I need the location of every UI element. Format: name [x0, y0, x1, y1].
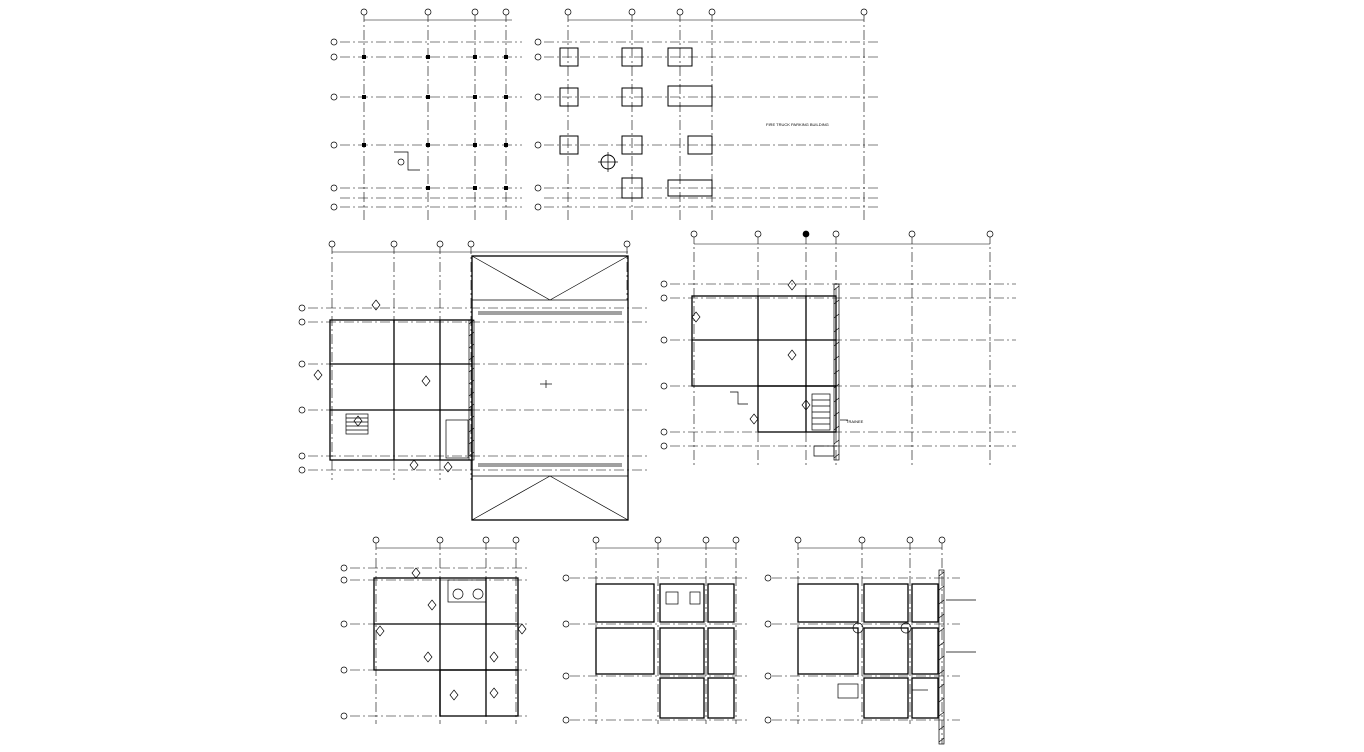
ceiling-plan — [562, 536, 748, 724]
ceiling-panels — [595, 583, 735, 719]
beam-notes-leaders — [912, 599, 976, 691]
first-floor-plan: TRAINEE — [660, 230, 1016, 468]
ground-walls — [329, 319, 473, 461]
footing-grid-bubbles — [534, 8, 868, 211]
footings — [559, 47, 713, 199]
first-grid-bubbles — [660, 230, 994, 450]
column-footing-plan: FIRE TRUCK PARKING BUILDING — [534, 8, 880, 220]
first-hatched-wall — [833, 283, 840, 461]
beam-grid-bubbles — [764, 536, 946, 724]
first-level-markers — [691, 279, 811, 425]
beam-plan — [764, 536, 976, 745]
beam-bays — [797, 583, 939, 719]
parking-area — [471, 255, 629, 521]
foundation-plan — [330, 8, 522, 220]
ceiling-gridlines-horizontal — [570, 577, 748, 721]
first-gridlines-horizontal — [670, 283, 1016, 447]
foundation-grid-bubbles — [330, 8, 510, 211]
second-level-markers — [375, 567, 527, 701]
ground-level-markers — [313, 299, 453, 473]
second-walls — [373, 577, 519, 717]
beam-gridlines-horizontal — [772, 577, 960, 721]
ground-gridlines-vertical — [331, 244, 628, 480]
beam-hatched-wall — [938, 569, 945, 745]
ground-floor-plan — [298, 240, 650, 521]
second-floor-plan — [340, 536, 528, 724]
foundation-gridlines-horizontal — [340, 41, 522, 208]
ground-grid-bubbles — [298, 240, 631, 474]
foundation-columns — [362, 55, 508, 190]
second-gridlines-horizontal — [350, 567, 528, 717]
truck-parking-note: FIRE TRUCK PARKING BUILDING — [766, 122, 829, 127]
foundation-gridlines-vertical — [363, 12, 507, 220]
first-walls — [691, 295, 837, 433]
footing-gridlines-vertical — [567, 12, 865, 220]
ceiling-gridlines-vertical — [595, 540, 737, 724]
first-gridlines-vertical — [693, 234, 991, 468]
ground-gridlines-horizontal — [308, 307, 650, 471]
ceiling-grid-bubbles — [562, 536, 740, 724]
ramp-tag: TRAINEE — [846, 419, 864, 424]
ramp-symbol — [813, 419, 848, 457]
beam-gridlines-vertical — [797, 540, 943, 744]
second-grid-bubbles — [340, 536, 520, 720]
